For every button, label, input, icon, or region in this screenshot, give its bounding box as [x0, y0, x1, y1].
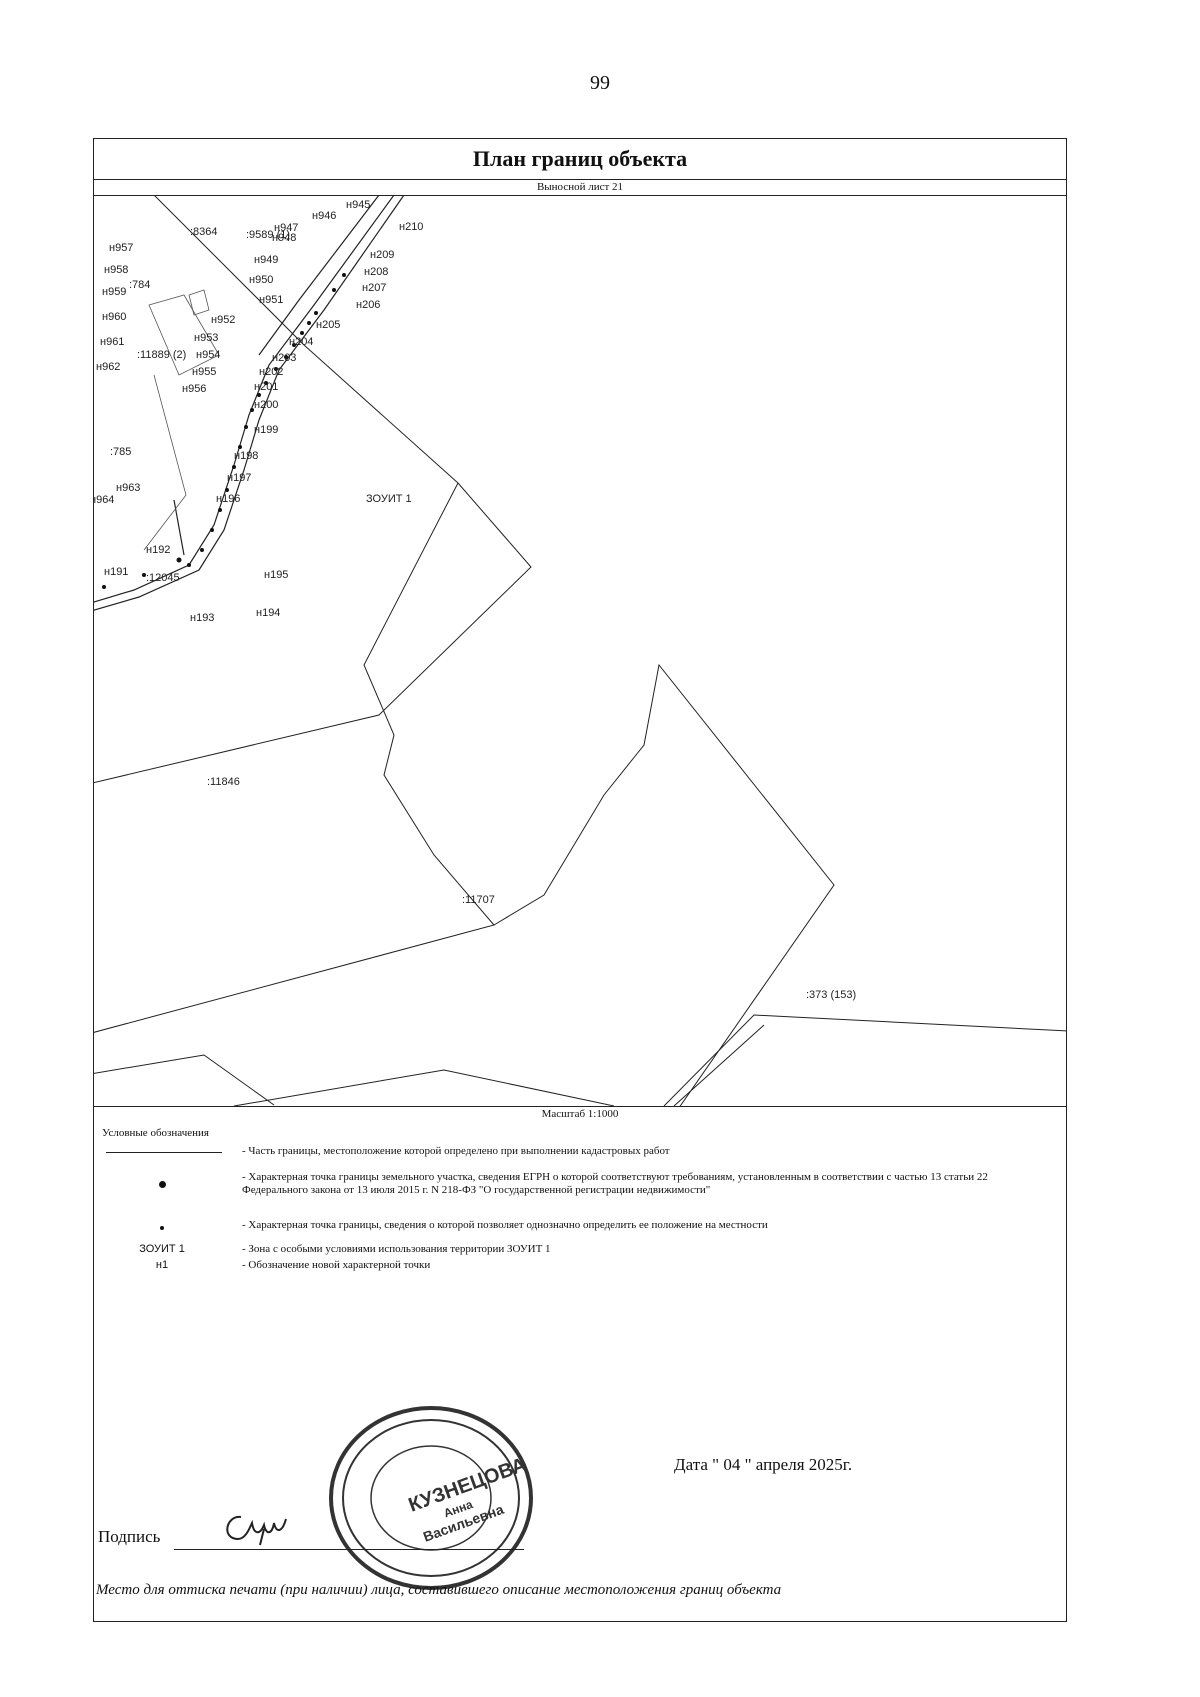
legend-title: Условные обозначения [102, 1127, 209, 1139]
point-label: н202 [259, 366, 283, 378]
point-label: н206 [356, 299, 380, 311]
point-label: н204 [289, 336, 313, 348]
point-label: н960 [102, 311, 126, 323]
point-label: н957 [109, 242, 133, 254]
point-label: н209 [370, 249, 394, 261]
point-label: н205 [316, 319, 340, 331]
point-label: н946 [312, 210, 336, 222]
handwritten-signature [216, 1509, 296, 1554]
parcel-label: :785 [110, 446, 131, 458]
point-label: н962 [96, 361, 120, 373]
legend-symbol: ЗОУИТ 1 [139, 1243, 185, 1255]
point-label: н199 [254, 424, 278, 436]
point-label: н956 [182, 383, 206, 395]
parcel-label: :8364 [190, 226, 218, 238]
stamp [326, 1403, 536, 1598]
point-label: н203 [272, 352, 296, 364]
point-label: н210 [399, 221, 423, 233]
point-label: н964 [94, 494, 114, 506]
point-label: н953 [194, 332, 218, 344]
point-label: н958 [104, 264, 128, 276]
point-label: н954 [196, 349, 220, 361]
legend-text: - Характерная точка границы земельного у… [242, 1171, 988, 1196]
point-label: н193 [190, 612, 214, 624]
small-dot-symbol [102, 1221, 222, 1233]
scale-label: Масштаб 1:1000 [541, 1108, 619, 1120]
boundary-plan-frame: План границ объекта Выносной лист 21 [93, 138, 1067, 1622]
point-label: н197 [227, 472, 251, 484]
point-label: н959 [102, 286, 126, 298]
parcel-label: :11846 [207, 776, 240, 788]
page-number: 99 [590, 72, 610, 94]
legend-symbol: н1 [155, 1259, 169, 1271]
point-label: н191 [104, 566, 128, 578]
point-label: н198 [234, 450, 258, 462]
zone-label: ЗОУИТ 1 [366, 493, 412, 505]
point-label: н208 [364, 266, 388, 278]
map-area: :8364 :9589 (1) :784 :11889 (2) :785 :12… [94, 195, 1066, 1107]
parcel-label: :12045 [146, 572, 180, 584]
point-label: н948 [272, 232, 296, 244]
point-label: н196 [216, 493, 240, 505]
point-label: н201 [254, 381, 278, 393]
large-dot-symbol [102, 1179, 222, 1191]
point-label: н192 [146, 544, 170, 556]
point-label: н207 [362, 282, 386, 294]
point-label: н945 [346, 199, 370, 211]
signature-label: Подпись [98, 1527, 161, 1546]
point-label: н950 [249, 274, 273, 286]
legend-text: - Зона с особыми условиями использования… [242, 1243, 551, 1255]
date-text: Дата " 04 " апреля 2025г. [674, 1455, 853, 1474]
legend-text: - Обозначение новой характерной точки [242, 1259, 431, 1271]
point-label: н961 [100, 336, 124, 348]
plan-title: План границ объекта [94, 139, 1066, 180]
legend-text: - Характерная точка границы, сведения о … [242, 1219, 768, 1231]
point-label: н963 [116, 482, 140, 494]
legend-text: - Часть границы, местоположение которой … [242, 1145, 670, 1157]
map-svg: :8364 :9589 (1) :784 :11889 (2) :785 :12… [94, 195, 1066, 1106]
point-label: н947 [274, 222, 298, 234]
parcel-label: :11707 [462, 894, 495, 906]
parcel-label: :784 [129, 279, 150, 291]
signature-line [174, 1549, 524, 1550]
print-place-caption: Место для оттиска печати (при наличии) л… [96, 1582, 782, 1598]
point-label: н194 [256, 607, 280, 619]
parcel-label: :373 (153) [806, 989, 856, 1001]
parcel-label: :9589 (1) [246, 229, 290, 241]
point-label: н200 [254, 399, 278, 411]
parcel-label: :11889 (2) [137, 349, 186, 361]
point-label: н949 [254, 254, 278, 266]
sheet-label: Выносной лист 21 [94, 179, 1066, 196]
point-label: н952 [211, 314, 235, 326]
point-label: н951 [259, 294, 283, 306]
point-label: н195 [264, 569, 288, 581]
point-label: н955 [192, 366, 216, 378]
